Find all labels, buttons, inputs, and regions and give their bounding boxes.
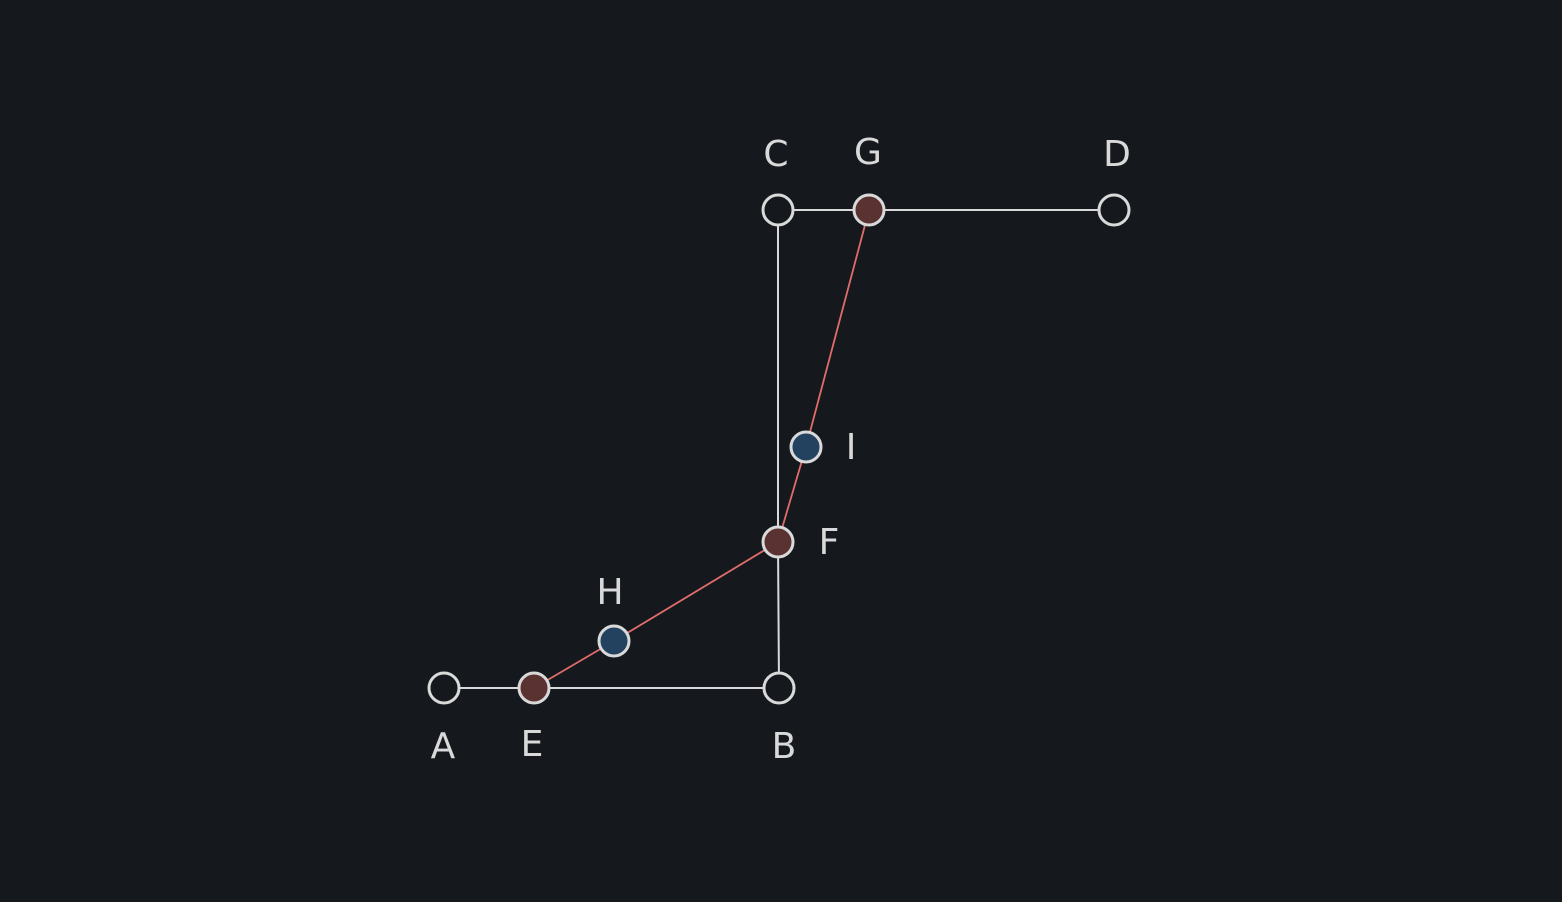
node-label-d: D [1103,134,1131,175]
node-c [761,193,795,227]
node-label-a: A [431,726,456,767]
node-g [852,193,886,227]
edge-h-f [613,541,779,642]
edge-b-f [777,541,780,689]
node-h [597,624,631,658]
node-label-c: C [763,134,788,175]
node-label-b: B [772,726,797,767]
node-e [517,671,551,705]
edges-layer [444,209,1114,689]
edge-f-i [777,446,807,543]
node-a [427,671,461,705]
node-d [1097,193,1131,227]
nodes-layer [427,193,1131,705]
node-b [762,671,796,705]
node-label-f: F [819,522,840,563]
node-label-e: E [521,724,544,765]
node-label-g: G [854,132,882,173]
labels-layer: A B C D E F G H I [431,132,1131,767]
node-i [789,430,823,464]
edge-i-g [805,209,870,448]
node-label-h: H [596,572,623,613]
node-label-i: I [846,427,857,468]
node-f [761,525,795,559]
